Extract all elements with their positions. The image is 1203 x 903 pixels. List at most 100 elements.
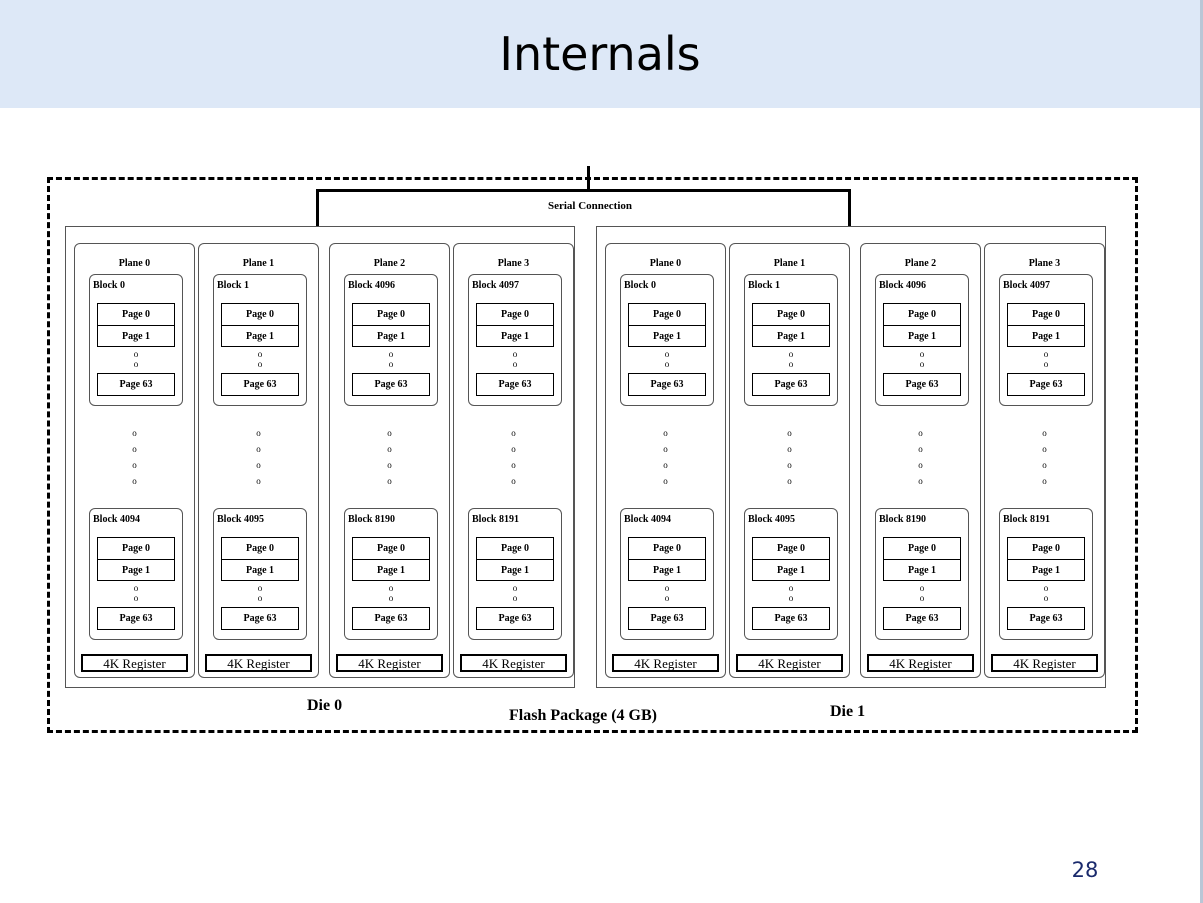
ellipsis-dot: o: [788, 349, 794, 359]
page-cell: Page 0: [500, 309, 530, 320]
page-cell: Page 63: [752, 373, 830, 396]
ellipsis-dot: o: [1042, 476, 1047, 486]
ellipsis-dot: o: [919, 583, 925, 593]
plane-label: Plane 3: [1028, 258, 1061, 269]
plane-label: Plane 2: [373, 258, 406, 269]
page-cell: Page 1: [477, 325, 553, 348]
plane-label: Plane 0: [649, 258, 682, 269]
ellipsis-dot: o: [919, 593, 925, 603]
ellipsis-dot: o: [663, 444, 668, 454]
block-label: Block 1: [748, 280, 780, 291]
ellipsis-dot: o: [788, 359, 794, 369]
page-cell: Page 0: [652, 543, 682, 554]
die-0-label: Die 0: [307, 697, 343, 714]
slide-title: Internals: [499, 27, 701, 81]
ellipsis-dot: o: [388, 583, 394, 593]
ellipsis-dot: o: [787, 476, 792, 486]
page-pair: Page 0 Page 1: [476, 537, 554, 581]
ellipsis-dot: o: [132, 428, 137, 438]
ellipsis-dot: o: [919, 359, 925, 369]
page-cell: Page 0: [376, 309, 406, 320]
page-cell: Page 1: [884, 325, 960, 348]
page-cell: Page 1: [477, 559, 553, 582]
serial-connection-left-drop: [316, 189, 319, 226]
ellipsis-dot: o: [918, 460, 923, 470]
page-cell: Page 63: [476, 373, 554, 396]
ellipsis-dot: o: [133, 349, 139, 359]
serial-connection-bar: [316, 189, 851, 192]
die-1-label: Die 1: [830, 703, 866, 720]
register-4k: 4K Register: [612, 654, 719, 672]
block-label: Block 4097: [1003, 280, 1050, 291]
ellipsis-dot: o: [257, 359, 263, 369]
ellipsis-dot: o: [663, 476, 668, 486]
ellipsis-dot: o: [664, 593, 670, 603]
ellipsis-dot: o: [787, 428, 792, 438]
plane-label: Plane 1: [242, 258, 275, 269]
page-cell: Page 63: [221, 373, 299, 396]
page-cell: Page 63: [1007, 607, 1085, 630]
page-cell: Page 63: [1007, 373, 1085, 396]
flash-package-label: Flash Package (4 GB): [509, 707, 657, 724]
page-cell: Page 1: [353, 559, 429, 582]
ellipsis-dot: o: [387, 476, 392, 486]
block-label: Block 4094: [624, 514, 671, 525]
page-cell: Page 0: [500, 543, 530, 554]
ellipsis-dot: o: [133, 583, 139, 593]
register-4k: 4K Register: [81, 654, 188, 672]
ellipsis-dot: o: [788, 583, 794, 593]
ellipsis-dot: o: [387, 444, 392, 454]
page-cell: Page 63: [97, 373, 175, 396]
page-pair: Page 0 Page 1: [97, 303, 175, 347]
ellipsis-dot: o: [257, 583, 263, 593]
page-cell: Page 0: [245, 543, 275, 554]
page-cell: Page 63: [352, 373, 430, 396]
page-cell: Page 1: [98, 559, 174, 582]
page-cell: Page 1: [98, 325, 174, 348]
page-cell: Page 0: [907, 543, 937, 554]
slide-edge: [1200, 0, 1203, 903]
block-label: Block 4095: [748, 514, 795, 525]
ellipsis-dot: o: [1043, 593, 1049, 603]
ellipsis-dot: o: [787, 444, 792, 454]
page-cell: Page 0: [121, 543, 151, 554]
page-cell: Page 1: [629, 325, 705, 348]
page-cell: Page 0: [121, 309, 151, 320]
register-4k: 4K Register: [336, 654, 443, 672]
ellipsis-dot: o: [132, 460, 137, 470]
ellipsis-dot: o: [257, 593, 263, 603]
page-cell: Page 1: [1008, 325, 1084, 348]
ellipsis-dot: o: [664, 349, 670, 359]
register-4k: 4K Register: [867, 654, 974, 672]
page-pair: Page 0 Page 1: [476, 303, 554, 347]
page-cell: Page 63: [628, 607, 706, 630]
ellipsis-dot: o: [132, 444, 137, 454]
ellipsis-dot: o: [256, 476, 261, 486]
register-4k: 4K Register: [460, 654, 567, 672]
page-cell: Page 63: [883, 607, 961, 630]
page-cell: Page 1: [884, 559, 960, 582]
ellipsis-dot: o: [1043, 359, 1049, 369]
block-label: Block 8191: [1003, 514, 1050, 525]
page-number: 28: [1071, 858, 1099, 882]
title-bar: Internals: [0, 0, 1200, 108]
block-label: Block 8190: [879, 514, 926, 525]
ellipsis-dot: o: [918, 444, 923, 454]
page-cell: Page 63: [352, 607, 430, 630]
